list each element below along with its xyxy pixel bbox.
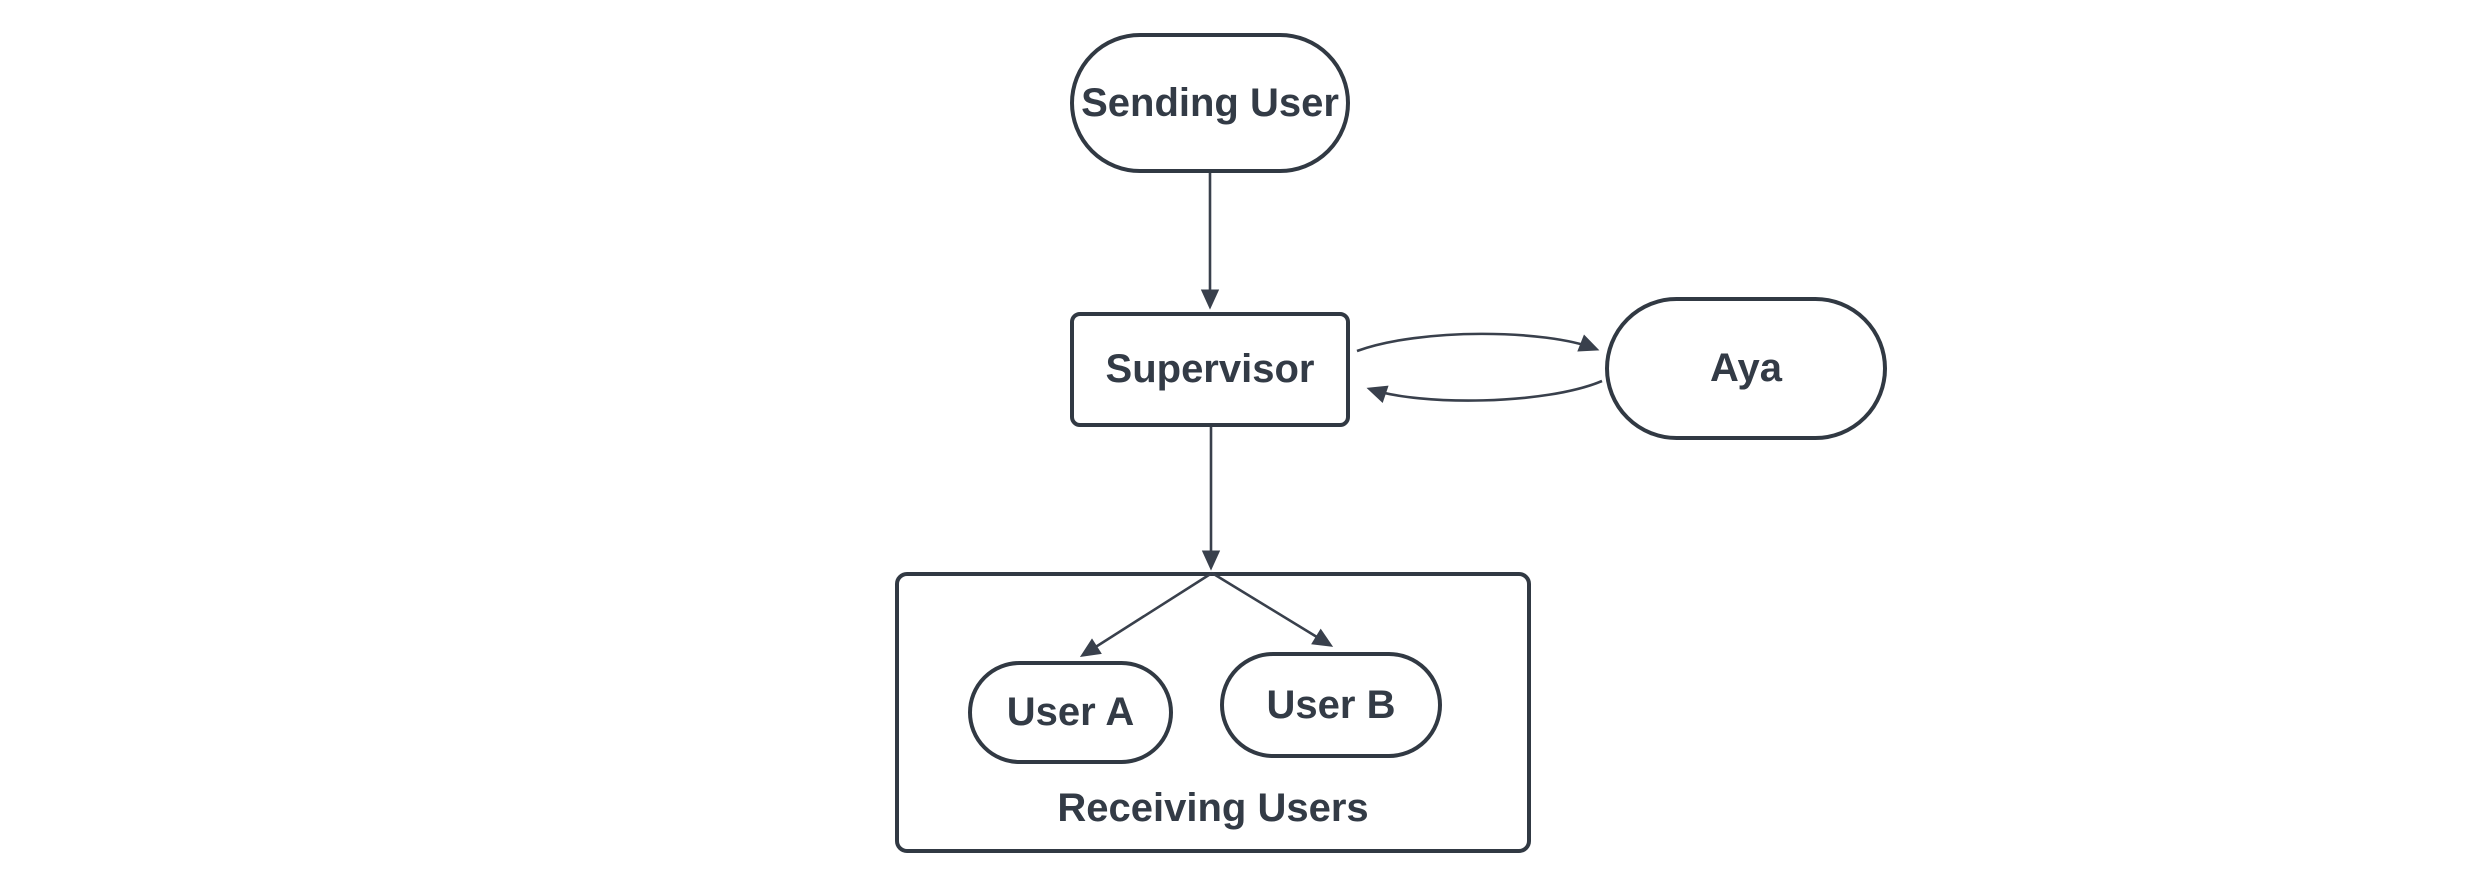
node-aya-label: Aya — [1710, 346, 1782, 390]
node-supervisor-label: Supervisor — [1105, 347, 1315, 391]
node-aya: Aya — [1605, 297, 1887, 440]
edge-supervisor-to-aya — [1356, 332, 1600, 353]
node-sending-user-label: Sending User — [1081, 80, 1339, 125]
receiving-users-group-label: Receiving Users — [1057, 786, 1369, 830]
node-sending-user: Sending User — [1070, 33, 1350, 173]
node-user-b: User B — [1220, 652, 1442, 758]
edge-aya-to-supervisor — [1366, 379, 1603, 403]
node-user-a: User A — [968, 661, 1173, 764]
node-user-a-label: User A — [1006, 690, 1135, 734]
node-supervisor: Supervisor — [1070, 312, 1350, 427]
node-user-b-label: User B — [1266, 682, 1396, 727]
